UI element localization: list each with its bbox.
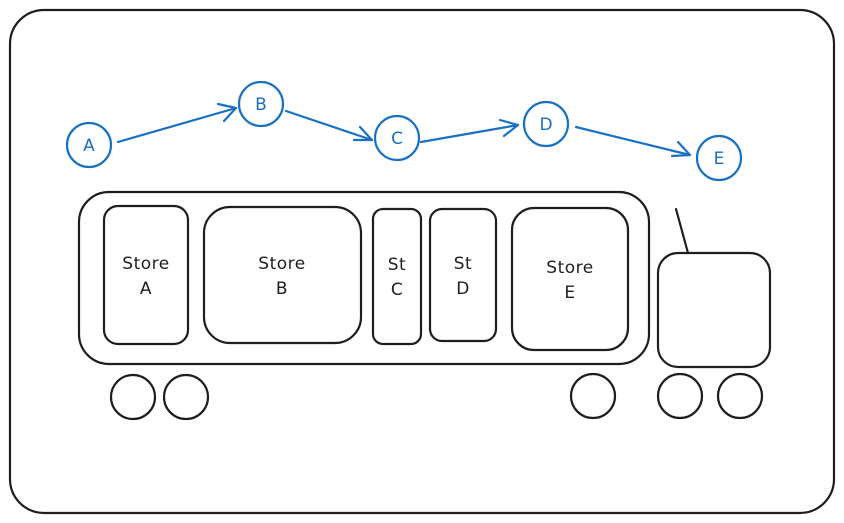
route-node-a-label: A [83, 136, 95, 156]
store-compartment-b: Store B [202, 205, 363, 345]
route-node-e: E [695, 134, 743, 182]
trailer-body [77, 190, 651, 366]
route-node-e-label: E [714, 149, 725, 169]
cab [656, 251, 772, 369]
route-node-a: A [65, 121, 113, 169]
store-c-line1: St [388, 255, 406, 275]
store-e-line2: E [564, 283, 575, 303]
store-compartment-c: St C [371, 207, 423, 346]
store-d-line1: St [454, 254, 472, 274]
store-d-line2: D [456, 279, 470, 299]
route-edge-c-d [419, 118, 520, 144]
route-node-c: C [373, 114, 421, 162]
route-node-c-label: C [391, 129, 403, 149]
route: A B C D E [65, 80, 743, 182]
route-edge-b-c [284, 109, 374, 142]
route-node-b-label: B [255, 95, 267, 115]
wheel [656, 372, 704, 420]
truck: Store A Store B St C St D Store E [77, 190, 772, 421]
route-node-b: B [237, 80, 285, 128]
wheel [716, 372, 764, 420]
cab-pole [674, 207, 690, 255]
wheel [569, 372, 617, 420]
store-e-line1: Store [546, 258, 593, 278]
route-edge-d-e [574, 125, 692, 158]
store-compartment-a: Store A [102, 204, 190, 346]
route-edge-a-b [116, 102, 238, 144]
frame [8, 8, 836, 515]
route-node-d-label: D [539, 115, 552, 135]
store-a-line1: Store [122, 254, 169, 274]
store-compartment-d: St D [428, 207, 498, 343]
store-b-line2: B [276, 279, 288, 299]
wheel [109, 373, 157, 421]
store-compartment-e: Store E [510, 206, 630, 352]
store-a-line2: A [140, 279, 152, 299]
store-b-line1: Store [258, 254, 305, 274]
store-c-line2: C [391, 280, 403, 300]
route-node-d: D [522, 100, 570, 148]
wheel [162, 373, 210, 421]
